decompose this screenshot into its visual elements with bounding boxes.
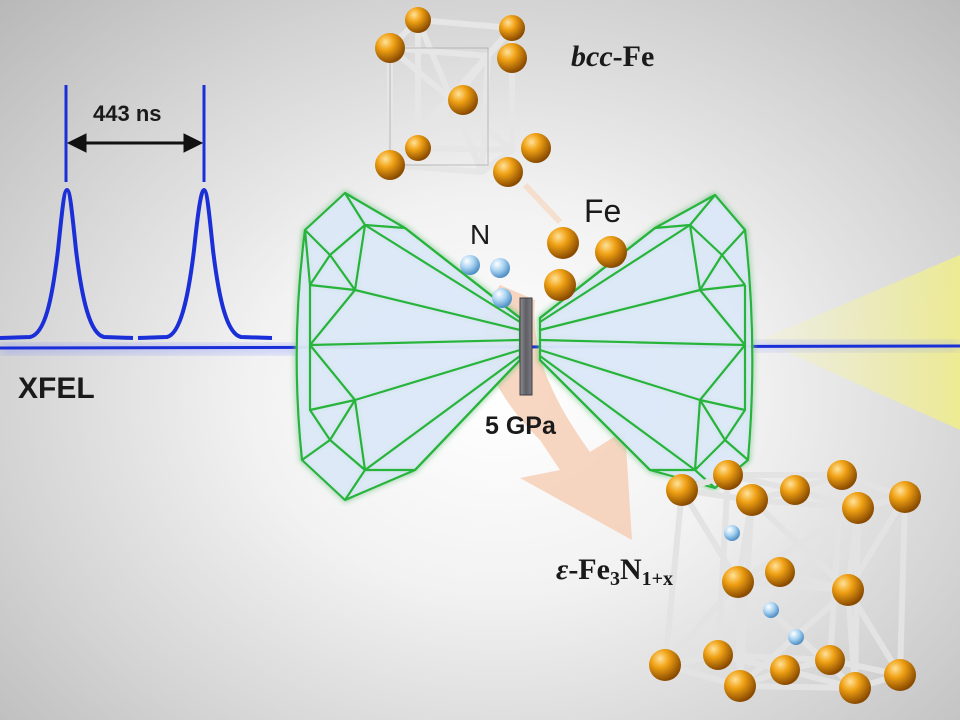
xfel-pulses: [0, 85, 273, 340]
iron-atom: [595, 236, 627, 268]
iron-atom: [722, 566, 754, 598]
iron-atom: [375, 33, 405, 63]
iron-atom: [493, 157, 523, 187]
formula-epsilon: ε: [556, 553, 569, 586]
formula-n: N: [619, 553, 642, 586]
left-diamond-anvil: [295, 191, 522, 502]
iron-atom: [497, 43, 527, 73]
iron-atom: [780, 475, 810, 505]
bcc-fe-label: bcc-Fe: [571, 40, 654, 74]
iron-atom: [713, 460, 743, 490]
iron-atom: [724, 670, 756, 702]
formula-n-subscript: 1+x: [641, 568, 674, 590]
iron-atom: [815, 645, 845, 675]
nitrogen-atoms: [460, 255, 512, 308]
interval-arrow: [66, 133, 204, 153]
iron-label: Fe: [584, 193, 622, 229]
xfel-label: XFEL: [18, 372, 95, 405]
iron-atom: [703, 640, 733, 670]
nitrogen-atom: [724, 525, 740, 541]
free-iron-atoms: [544, 227, 627, 301]
iron-atom: [827, 460, 857, 490]
iron-atom: [544, 269, 576, 301]
pressure-label: 5 GPa: [485, 412, 556, 440]
bcc-link: [522, 182, 563, 225]
pulse-interval-label: 443 ns: [93, 101, 162, 126]
bcc-bonds-outline: [389, 47, 489, 166]
nitrogen-atom: [460, 255, 480, 275]
iron-atom: [842, 492, 874, 524]
nitrogen-atom: [492, 288, 512, 308]
right-diamond-anvil: [538, 193, 754, 490]
iron-atom: [375, 150, 405, 180]
formula-fe-subscript: 3: [609, 568, 620, 590]
bcc-fe-cell: [375, 7, 551, 187]
iron-atom: [521, 133, 551, 163]
nitride-structure: [649, 460, 921, 704]
iron-atom: [889, 481, 921, 513]
pulse-1: [0, 187, 134, 340]
iron-atom: [839, 672, 871, 704]
nitride-nitrogen-atoms: [724, 525, 804, 645]
bcc-fe-label-suffix: -Fe: [612, 40, 655, 73]
nitrogen-atom: [763, 602, 779, 618]
nitrogen-label: N: [470, 219, 491, 250]
iron-atom: [547, 227, 579, 259]
pulse-2: [137, 187, 273, 340]
iron-atom: [736, 484, 768, 516]
iron-atom-center: [448, 85, 478, 115]
iron-atom: [405, 135, 431, 161]
iron-atom: [765, 557, 795, 587]
sample: [519, 297, 533, 396]
bcc-fe-label-prefix: bcc: [571, 40, 613, 73]
nitrogen-atom: [490, 258, 510, 278]
iron-atom: [884, 659, 916, 691]
iron-atom: [405, 7, 431, 33]
iron-atom: [499, 15, 525, 41]
nitride-iron-atoms: [649, 460, 921, 704]
formula-fe: -Fe: [568, 553, 610, 586]
iron-atom: [666, 474, 698, 506]
iron-atom: [832, 574, 864, 606]
bcc-iron-atoms: [375, 7, 551, 187]
iron-atom: [770, 655, 800, 685]
nitrogen-atom: [788, 629, 804, 645]
nitride-formula-label: ε-Fe3N1+x: [556, 553, 673, 591]
iron-atom: [649, 649, 681, 681]
